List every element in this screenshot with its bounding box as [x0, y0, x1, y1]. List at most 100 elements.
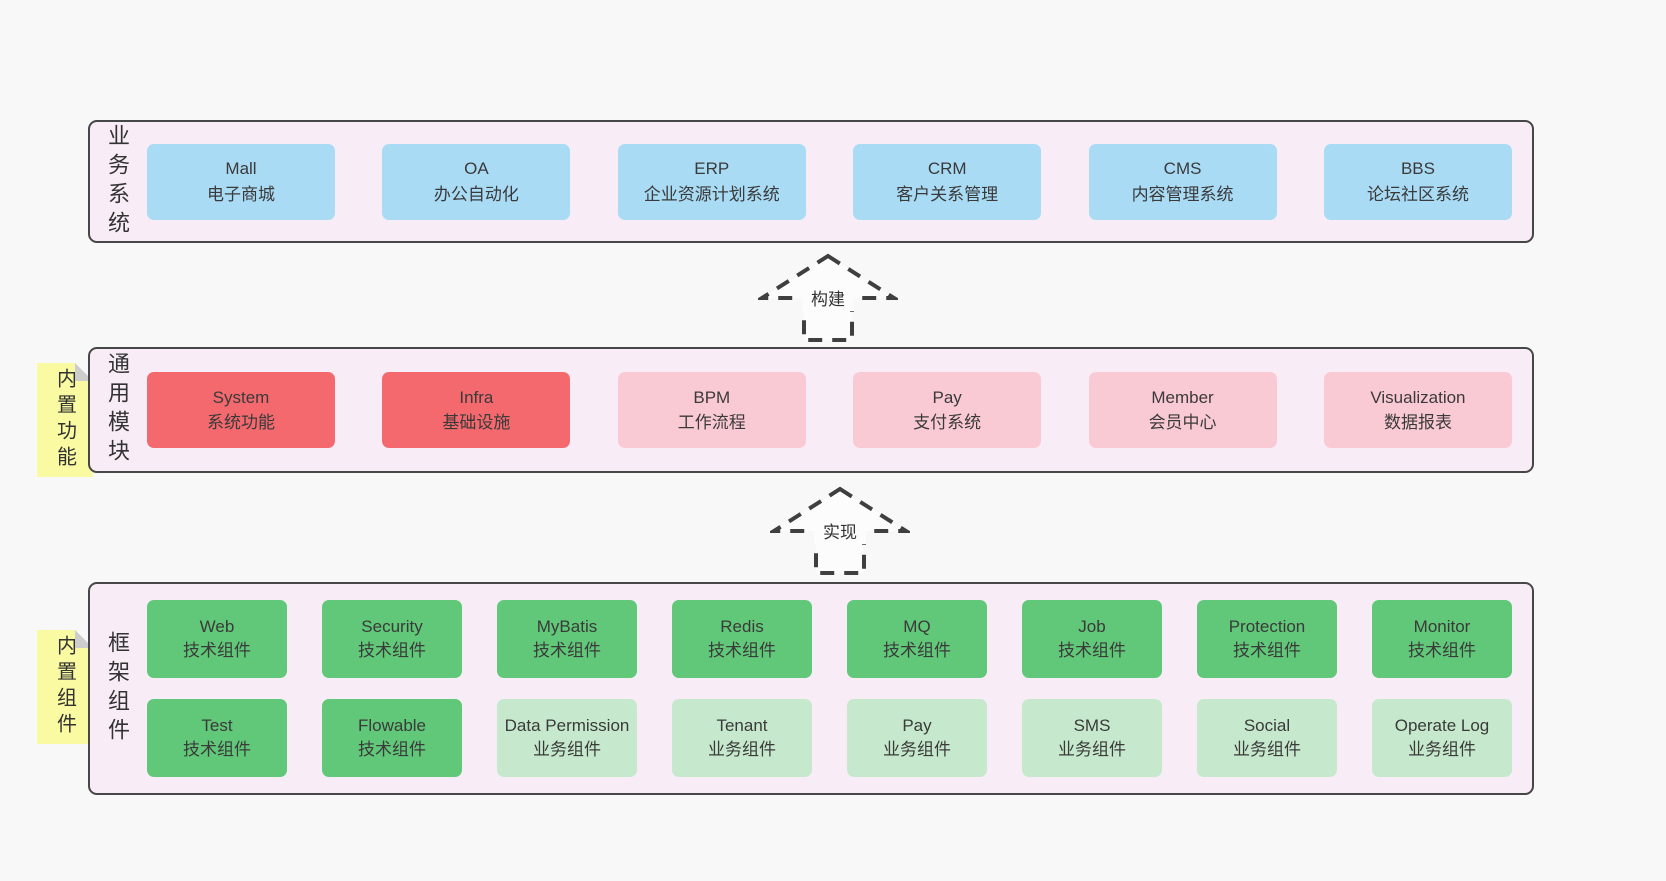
- box-subtitle: 业务组件: [1408, 740, 1476, 759]
- box-flowable: Flowable 技术组件: [322, 699, 462, 777]
- box-title: Member: [1151, 387, 1214, 407]
- box-job: Job 技术组件: [1022, 600, 1162, 678]
- common-modules-boxes: System 系统功能 Infra 基础设施 BPM 工作流程 Pay 支付系统…: [144, 349, 1532, 471]
- box-pay-system: Pay 支付系统: [853, 372, 1042, 448]
- box-title: Pay: [932, 387, 962, 407]
- box-subtitle: 业务组件: [1233, 740, 1301, 759]
- box-subtitle: 会员中心: [1148, 413, 1217, 432]
- box-title: Test: [201, 716, 233, 736]
- framework-components-grid: Web 技术组件 Security 技术组件 MyBatis 技术组件 Redi…: [144, 584, 1532, 793]
- sticky-note-text: 内置组件: [53, 635, 76, 739]
- box-redis: Redis 技术组件: [672, 600, 812, 678]
- box-subtitle: 办公自动化: [433, 184, 519, 204]
- tier-common-modules: 通用模块 System 系统功能 Infra 基础设施 BPM 工作流程 Pay…: [88, 347, 1534, 473]
- box-visualization: Visualization 数据报表: [1323, 372, 1512, 448]
- box-sms: SMS 业务组件: [1022, 699, 1162, 777]
- box-tenant: Tenant 业务组件: [672, 699, 812, 777]
- box-system: System 系统功能: [147, 372, 335, 448]
- box-subtitle: 技术组件: [358, 740, 426, 759]
- box-title: Infra: [459, 387, 494, 407]
- box-title: Web: [199, 617, 235, 637]
- arrow-label-backdrop: [814, 520, 866, 544]
- tier-label-text: 通用模块: [105, 352, 130, 468]
- box-cms: CMS 内容管理系统: [1088, 143, 1277, 220]
- arrow-label-backdrop: [802, 287, 854, 311]
- box-title: SMS: [1073, 716, 1111, 736]
- arrow-build: 构建: [758, 253, 898, 342]
- box-operate-log: Operate Log 业务组件: [1372, 699, 1512, 777]
- box-title: MyBatis: [536, 617, 598, 637]
- box-erp: ERP 企业资源计划系统: [617, 143, 806, 220]
- box-title: Social: [1243, 716, 1291, 736]
- box-title: MQ: [903, 617, 931, 637]
- arrow-implement: 实现: [770, 486, 910, 575]
- box-subtitle: 业务组件: [708, 740, 776, 759]
- box-title: System: [212, 387, 270, 407]
- box-subtitle: 技术组件: [533, 641, 601, 660]
- box-title: Job: [1078, 617, 1106, 637]
- box-test: Test 技术组件: [147, 699, 287, 777]
- tier-label-framework-components: 框架组件: [90, 584, 144, 793]
- box-title: Mall: [225, 159, 257, 178]
- box-title: Data Permission: [504, 716, 630, 736]
- sticky-note-text: 内置功能: [53, 368, 76, 472]
- tier-label-text: 业务系统: [105, 123, 130, 240]
- box-data-permission: Data Permission 业务组件: [497, 699, 637, 777]
- box-crm: CRM 客户关系管理: [853, 143, 1042, 220]
- box-title: BPM: [693, 387, 731, 407]
- box-subtitle: 业务组件: [533, 740, 601, 759]
- box-subtitle: 企业资源计划系统: [643, 184, 780, 204]
- box-protection: Protection 技术组件: [1197, 600, 1337, 678]
- tier-label-common-modules: 通用模块: [90, 349, 144, 471]
- box-subtitle: 业务组件: [1058, 740, 1126, 759]
- box-web: Web 技术组件: [147, 600, 287, 678]
- arrow-label: 构建: [811, 290, 845, 309]
- box-subtitle: 数据报表: [1383, 413, 1452, 432]
- box-pay-component: Pay 业务组件: [847, 699, 987, 777]
- box-title: Security: [361, 617, 423, 637]
- sticky-note-builtin-features: 内置功能: [37, 363, 93, 477]
- box-monitor: Monitor 技术组件: [1372, 600, 1512, 678]
- box-infra: Infra 基础设施: [382, 372, 571, 448]
- box-title: Pay: [902, 716, 932, 736]
- box-subtitle: 技术组件: [708, 641, 776, 660]
- box-subtitle: 论坛社区系统: [1366, 184, 1469, 204]
- box-title: CRM: [927, 159, 967, 178]
- box-subtitle: 技术组件: [183, 740, 251, 759]
- box-subtitle: 技术组件: [1058, 641, 1126, 660]
- box-subtitle: 客户关系管理: [896, 184, 999, 204]
- box-member: Member 会员中心: [1088, 372, 1277, 448]
- box-subtitle: 技术组件: [358, 641, 426, 660]
- box-title: Flowable: [357, 716, 427, 736]
- tier-label-text: 框架组件: [105, 630, 130, 747]
- box-subtitle: 支付系统: [913, 413, 982, 432]
- box-title: Protection: [1228, 617, 1306, 637]
- box-subtitle: 电子商城: [207, 184, 275, 204]
- box-subtitle: 技术组件: [183, 641, 251, 660]
- box-title: Tenant: [716, 716, 768, 736]
- business-systems-boxes: Mall 电子商城 OA 办公自动化 ERP 企业资源计划系统 CRM 客户关系…: [144, 122, 1532, 241]
- box-oa: OA 办公自动化: [382, 143, 571, 220]
- box-subtitle: 基础设施: [442, 413, 511, 432]
- box-bpm: BPM 工作流程: [617, 372, 806, 448]
- box-title: BBS: [1400, 159, 1435, 178]
- tier-framework-components: 框架组件 Web 技术组件 Security 技术组件 MyBatis 技术组件…: [88, 582, 1534, 795]
- box-title: Monitor: [1413, 617, 1471, 637]
- box-title: ERP: [694, 159, 730, 178]
- box-mq: MQ 技术组件: [847, 600, 987, 678]
- box-title: Visualization: [1370, 387, 1466, 407]
- box-title: CMS: [1163, 159, 1202, 178]
- box-subtitle: 系统功能: [207, 413, 275, 432]
- box-mybatis: MyBatis 技术组件: [497, 600, 637, 678]
- box-mall: Mall 电子商城: [147, 143, 335, 220]
- box-title: OA: [464, 159, 489, 178]
- tier-label-business-systems: 业务系统: [90, 122, 144, 241]
- box-subtitle: 内容管理系统: [1131, 184, 1234, 204]
- sticky-note-builtin-components: 内置组件: [37, 630, 93, 744]
- box-title: Redis: [720, 617, 764, 637]
- box-subtitle: 技术组件: [883, 641, 951, 660]
- box-subtitle: 工作流程: [677, 413, 746, 432]
- box-social: Social 业务组件: [1197, 699, 1337, 777]
- box-subtitle: 技术组件: [1408, 641, 1476, 660]
- tier-business-systems: 业务系统 Mall 电子商城 OA 办公自动化 ERP 企业资源计划系统 CRM…: [88, 120, 1534, 243]
